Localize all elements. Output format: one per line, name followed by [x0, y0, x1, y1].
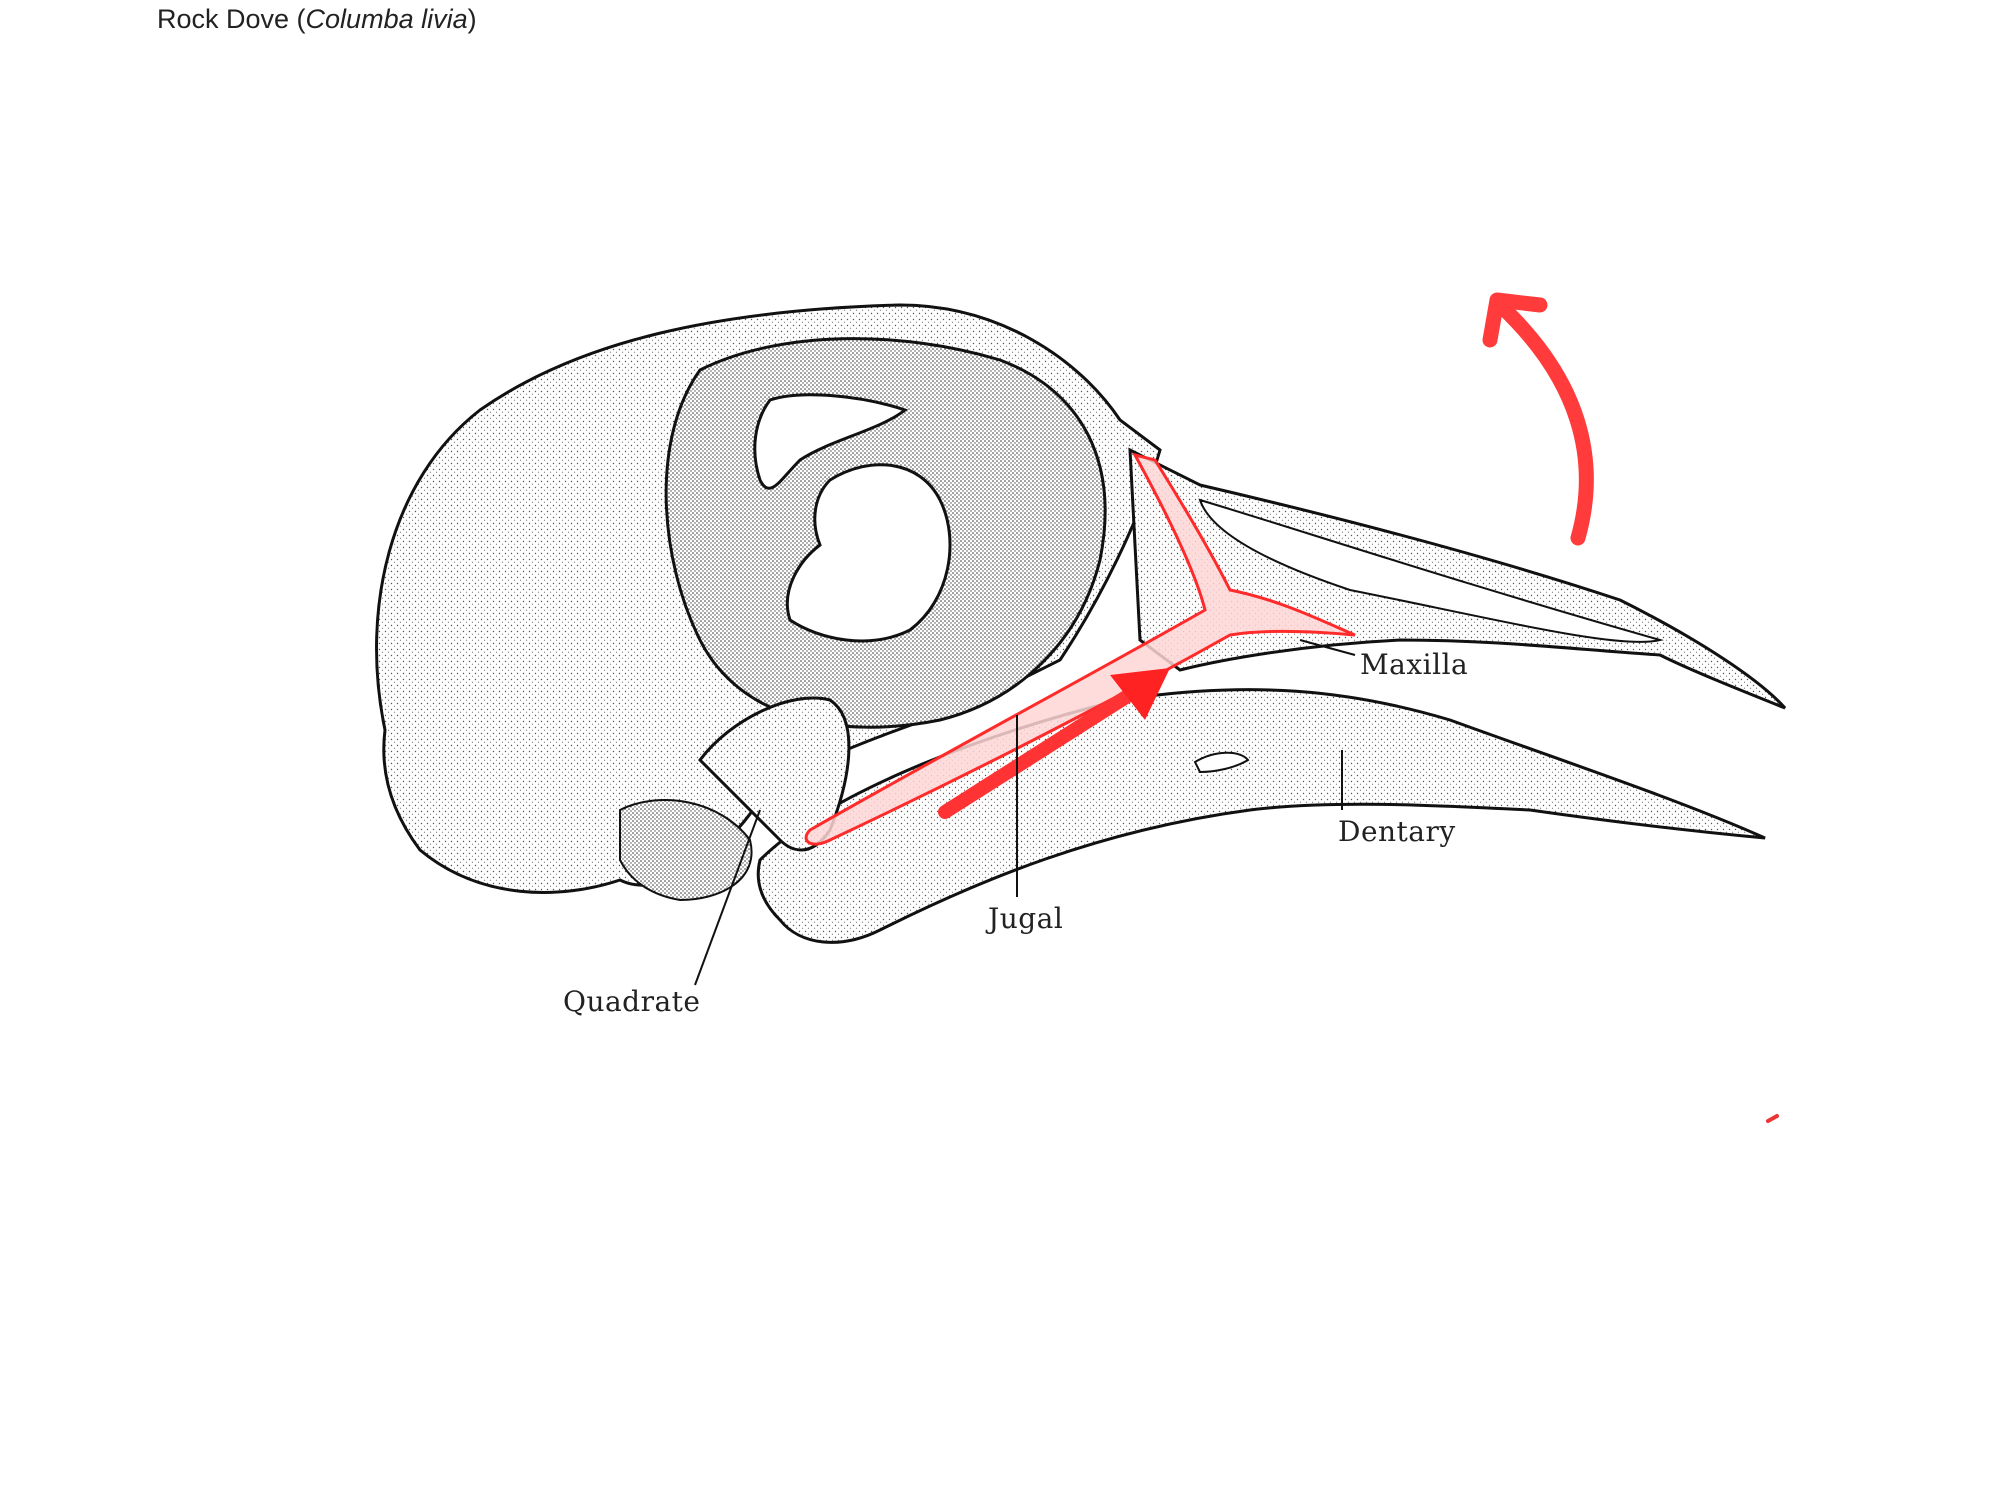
- label-maxilla: Maxilla: [1360, 648, 1469, 681]
- label-quadrate: Quadrate: [563, 985, 701, 1018]
- figure-title: Rock Dove (Columba livia): [157, 4, 477, 34]
- lower-jaw: [756, 688, 1766, 944]
- label-dentary: Dentary: [1338, 815, 1456, 848]
- stray-mark: [1766, 1114, 1779, 1123]
- scientific-name: Columba livia: [305, 4, 468, 34]
- mandibular-fenestra: [1193, 751, 1250, 774]
- quadrate-leader: [694, 809, 761, 986]
- orbit-opening-upper: [753, 393, 909, 490]
- push-arrow: [938, 668, 1170, 819]
- ear-region: [619, 799, 753, 902]
- orbit-opening-main: [785, 463, 952, 643]
- common-name: Rock Dove (: [157, 4, 306, 34]
- jugal-highlight: [804, 452, 1356, 846]
- label-jugal: Jugal: [988, 902, 1064, 935]
- upper-beak-nostril: [1198, 498, 1664, 643]
- maxilla-leader: [1299, 639, 1356, 656]
- quadrate-bone: [698, 696, 851, 852]
- rotation-arrow: [1482, 292, 1594, 546]
